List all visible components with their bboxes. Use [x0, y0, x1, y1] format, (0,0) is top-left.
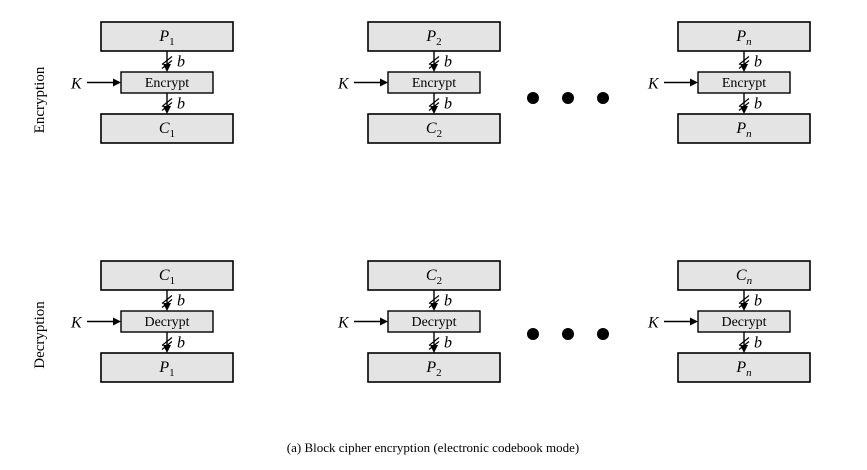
decryption-row: C1bDecryptKbP1C2bDecryptKbP2CnbDecryptKb…	[70, 260, 811, 383]
bit-width-label: b	[444, 96, 452, 113]
decryption-arrow-in: b	[428, 290, 452, 311]
decryption-input-label: Cn	[736, 267, 753, 287]
key-input: K	[337, 76, 388, 93]
decryption-input-block	[677, 260, 811, 291]
key-label: K	[337, 315, 350, 332]
encryption-input-label: P1	[158, 28, 174, 48]
encryption-input-label: P2	[425, 28, 441, 48]
key-input: K	[70, 76, 121, 93]
encryption-arrow-out: b	[161, 93, 185, 114]
decryption-arrow-out: b	[428, 332, 452, 353]
encryption-arrow-in: b	[161, 51, 185, 72]
decryption-output-block	[677, 352, 811, 383]
decryption-input-label: C1	[159, 267, 175, 287]
decryption-input-label: C2	[426, 267, 442, 287]
decryption-output-label: P2	[425, 359, 441, 379]
encryption-output-label: C2	[426, 120, 442, 140]
bit-width-label: b	[444, 293, 452, 310]
bit-width-label: b	[754, 96, 762, 113]
bit-width-label: b	[177, 96, 185, 113]
encryption-arrow-in: b	[428, 51, 452, 72]
encryption-input-block	[677, 21, 811, 52]
bit-width-label: b	[754, 54, 762, 71]
encryption-output-block	[367, 113, 501, 144]
key-input: K	[337, 315, 388, 332]
decryption-output-block	[367, 352, 501, 383]
key-input: K	[647, 315, 698, 332]
decryption-output-label: P1	[158, 359, 174, 379]
encryption-output-label: C1	[159, 120, 175, 140]
decryption-output-label: Pn	[735, 359, 752, 379]
decryption-arrow-out: b	[738, 332, 762, 353]
encryption-operation-label: Encrypt	[722, 76, 766, 91]
decryption-operation-label: Decrypt	[144, 315, 189, 330]
encryption-arrow-out: b	[428, 93, 452, 114]
bit-width-label: b	[754, 293, 762, 310]
decryption-operation-label: Decrypt	[411, 315, 456, 330]
encryption-input-block	[100, 21, 234, 52]
bit-width-label: b	[754, 335, 762, 352]
key-input: K	[647, 76, 698, 93]
bit-width-label: b	[444, 335, 452, 352]
figure-caption: (a) Block cipher encryption (electronic …	[287, 440, 579, 455]
key-label: K	[647, 315, 660, 332]
encryption-input-label: Pn	[735, 28, 752, 48]
bit-width-label: b	[444, 54, 452, 71]
key-label: K	[337, 76, 350, 93]
key-label: K	[647, 76, 660, 93]
encryption-operation-label: Encrypt	[412, 76, 456, 91]
decryption-arrow-in: b	[738, 290, 762, 311]
bit-width-label: b	[177, 335, 185, 352]
ellipsis-dots-encryption	[527, 92, 609, 104]
decryption-operation-label: Decrypt	[721, 315, 766, 330]
bit-width-label: b	[177, 293, 185, 310]
encryption-arrow-in: b	[738, 51, 762, 72]
encryption-output-block	[677, 113, 811, 144]
encryption-side-label: Encryption	[32, 66, 48, 133]
encryption-output-block	[100, 113, 234, 144]
decryption-output-block	[100, 352, 234, 383]
bit-width-label: b	[177, 54, 185, 71]
decryption-arrow-out: b	[161, 332, 185, 353]
encryption-output-label: Pn	[735, 120, 752, 140]
decryption-side-label: Decryption	[32, 301, 48, 369]
key-label: K	[70, 76, 83, 93]
encryption-operation-label: Encrypt	[145, 76, 189, 91]
key-input: K	[70, 315, 121, 332]
encryption-arrow-out: b	[738, 93, 762, 114]
key-label: K	[70, 315, 83, 332]
ellipsis-dots-decryption	[527, 328, 609, 340]
decryption-arrow-in: b	[161, 290, 185, 311]
encryption-row: P1bEncryptKbC1P2bEncryptKbC2PnbEncryptKb…	[70, 21, 811, 144]
